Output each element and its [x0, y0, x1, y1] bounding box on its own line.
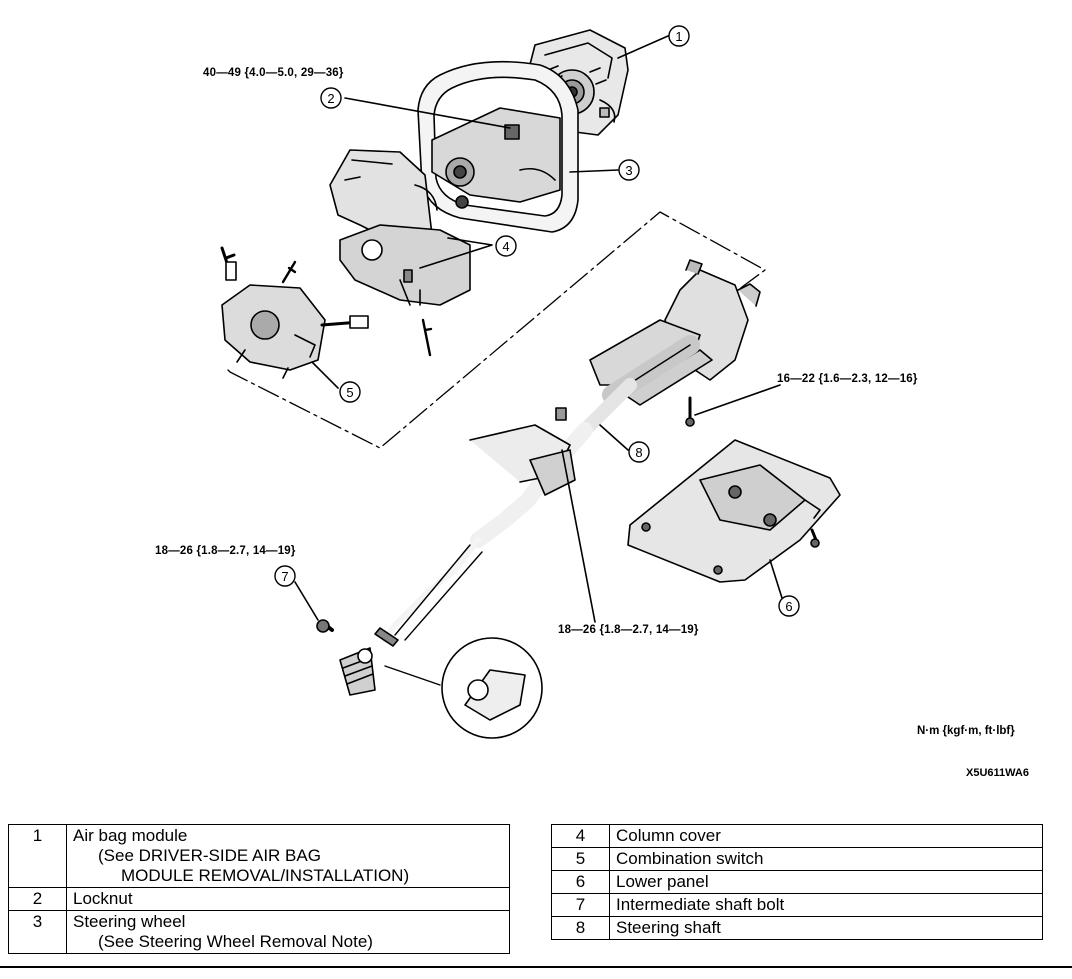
- part-name: Steering shaft: [609, 916, 1043, 940]
- combination-switch-drawing: [220, 246, 369, 379]
- leader-7: [294, 581, 319, 621]
- intermediate-shaft-drawing: [316, 619, 376, 696]
- torque-intermediate-shaft-bolt: 18—26 {1.8—2.7, 14—19}: [155, 545, 296, 557]
- part-name-cell: Steering wheel (See Steering Wheel Remov…: [66, 910, 510, 954]
- callout-2: 2: [327, 91, 334, 106]
- callout-circle-3: [618, 159, 640, 181]
- callout-circle-5: [339, 381, 361, 403]
- table-row: 8 Steering shaft: [551, 916, 1043, 940]
- part-number: 7: [551, 893, 610, 917]
- callout-5: 5: [346, 385, 353, 400]
- leader-2: [344, 97, 511, 129]
- part-note: (See Steering Wheel Removal Note): [98, 932, 373, 951]
- leader-4: [419, 237, 493, 269]
- part-number: 4: [551, 824, 610, 848]
- part-name: Lower panel: [609, 870, 1043, 894]
- torque-units-note: N·m {kgf·m, ft·lbf}: [917, 725, 1015, 737]
- part-number: 1: [8, 824, 67, 888]
- table-row: 5 Combination switch: [551, 847, 1043, 871]
- steering-column-exploded-diagram: 1 2 3 4 5 6 7 8: [220, 25, 841, 739]
- leader-1: [617, 35, 669, 59]
- part-number: 6: [551, 870, 610, 894]
- part-name: Steering wheel: [73, 912, 186, 931]
- part-note-line2: MODULE REMOVAL/INSTALLATION): [121, 866, 410, 885]
- callout-7: 7: [281, 569, 288, 584]
- leader-5: [311, 361, 339, 389]
- lower-panel-drawing: [627, 439, 841, 583]
- cover-screw-drawing: [421, 318, 433, 357]
- table-row: 3 Steering wheel (See Steering Wheel Rem…: [8, 910, 510, 954]
- callout-circle-4: [495, 235, 517, 257]
- callout-circle-8: [628, 441, 650, 463]
- parts-table-left: 1 Air bag module (See DRIVER-SIDE AIR BA…: [8, 824, 510, 954]
- leader-8: [599, 424, 629, 451]
- parts-table-right: 4 Column cover 5 Combination switch 6 Lo…: [551, 824, 1043, 940]
- part-name-cell: Air bag module (See DRIVER-SIDE AIR BAG …: [66, 824, 510, 888]
- part-note: (See DRIVER-SIDE AIR BAG: [98, 846, 321, 865]
- column-cover-drawing: [329, 149, 471, 306]
- figure-code: X5U611WA6: [966, 767, 1029, 779]
- callout-circle-6: [778, 595, 800, 617]
- detail-view-circle: [384, 637, 543, 739]
- steering-column-drawing: [374, 259, 761, 647]
- part-number: 3: [8, 910, 67, 954]
- torque-column-bolt: 16—22 {1.6—2.3, 12—16}: [777, 373, 918, 385]
- callout-circle-2: [320, 87, 342, 109]
- torque-steering-shaft-bolt: 18—26 {1.8—2.7, 14—19}: [558, 624, 699, 636]
- part-name: Column cover: [609, 824, 1043, 848]
- callout-8: 8: [635, 445, 642, 460]
- switch-screw-drawing: [281, 260, 297, 284]
- leader-6: [769, 559, 783, 599]
- bottom-divider: [0, 966, 1072, 968]
- part-number: 8: [551, 916, 610, 940]
- leader-shaft-torque: [561, 449, 596, 623]
- callout-3: 3: [625, 163, 632, 178]
- table-row: 2 Locknut: [8, 887, 510, 911]
- leader-3: [569, 169, 619, 173]
- assembly-group-outline: [227, 211, 766, 449]
- callout-circle-1: [668, 25, 690, 47]
- callout-4: 4: [502, 239, 509, 254]
- torque-locknut: 40—49 {4.0—5.0, 29—36}: [203, 67, 344, 79]
- part-name: Combination switch: [609, 847, 1043, 871]
- leader-column-torque: [694, 384, 781, 416]
- callout-1: 1: [675, 29, 682, 44]
- table-row: 7 Intermediate shaft bolt: [551, 893, 1043, 917]
- table-row: 6 Lower panel: [551, 870, 1043, 894]
- part-number: 5: [551, 847, 610, 871]
- steering-wheel-drawing: [417, 60, 579, 233]
- table-row: 1 Air bag module (See DRIVER-SIDE AIR BA…: [8, 824, 510, 888]
- part-name: Locknut: [66, 887, 510, 911]
- table-row: 4 Column cover: [551, 824, 1043, 848]
- part-number: 2: [8, 887, 67, 911]
- part-name: Intermediate shaft bolt: [609, 893, 1043, 917]
- callout-6: 6: [785, 599, 792, 614]
- part-name: Air bag module: [73, 826, 188, 845]
- callout-circle-7: [274, 565, 296, 587]
